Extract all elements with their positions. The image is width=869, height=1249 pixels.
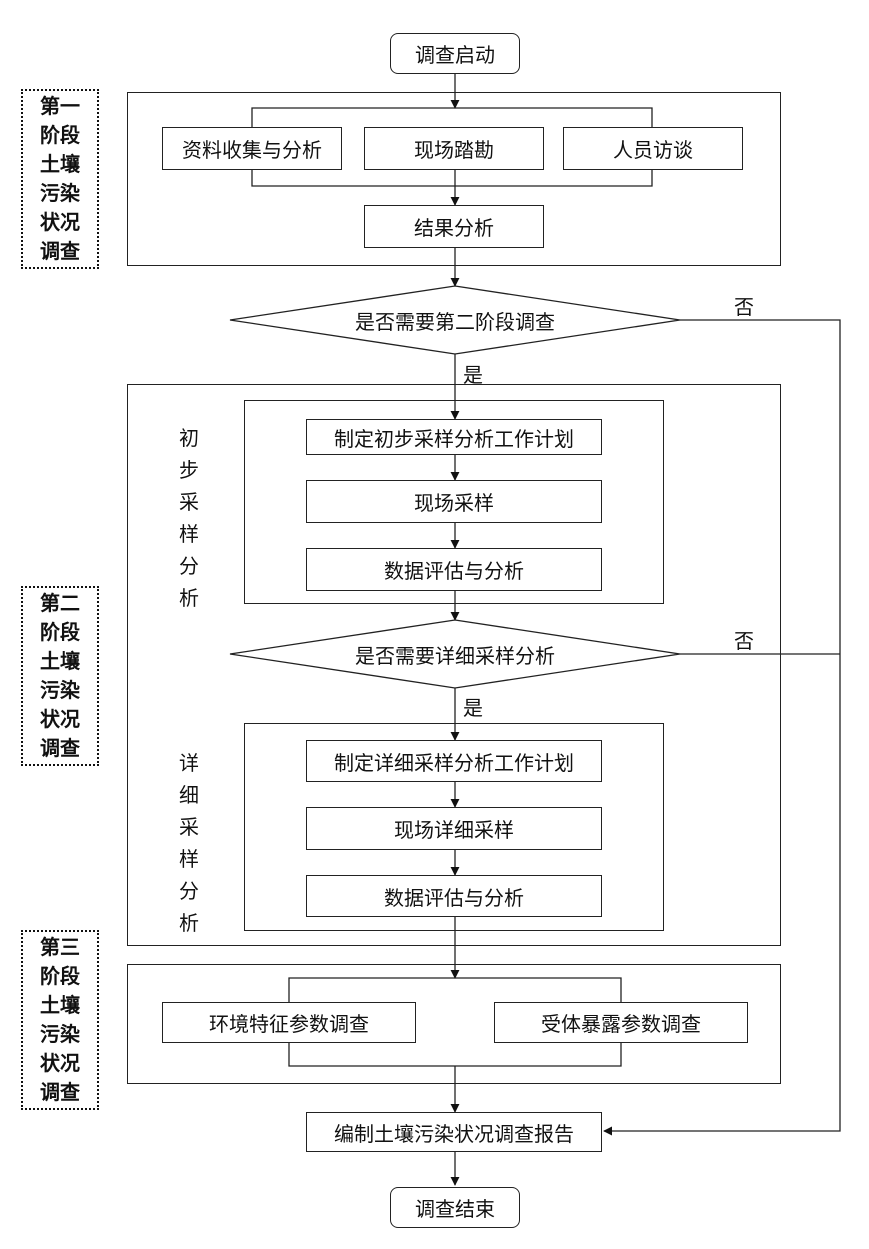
detailed-sampling-box: 现场详细采样 [306,807,602,850]
preliminary-sampling-box: 现场采样 [306,480,602,523]
env-params-box: 环境特征参数调查 [162,1002,416,1043]
site-survey-box: 现场踏勘 [364,127,544,170]
start-node: 调查启动 [390,33,520,74]
detailed-side-label: 详细采样分析 [179,751,199,935]
preliminary-side-label: 初步采样分析 [179,426,199,610]
phase2-frame [127,384,781,946]
stage-label-1: 第一阶段土壤污染状况调查 [21,89,99,269]
detailed-frame [244,723,664,931]
detailed-plan-box: 制定详细采样分析工作计划 [306,740,602,782]
interviews-box: 人员访谈 [563,127,743,170]
report-box: 编制土壤污染状况调查报告 [306,1112,602,1152]
decision-1-question: 是否需要第二阶段调查 [355,309,555,334]
preliminary-frame [244,400,664,604]
decision-2-yes-label: 是 [463,696,483,720]
end-node: 调查结束 [390,1187,520,1228]
phase3-frame [127,964,781,1084]
data-collection-box: 资料收集与分析 [162,127,342,170]
result-analysis-box: 结果分析 [364,205,544,248]
preliminary-plan-box: 制定初步采样分析工作计划 [306,419,602,455]
decision-2-question: 是否需要详细采样分析 [355,643,555,668]
decision-1-yes-label: 是 [463,363,483,387]
detailed-evaluation-box: 数据评估与分析 [306,875,602,917]
stage-label-2: 第二阶段土壤污染状况调查 [21,586,99,766]
decision-diamond-2 [229,619,681,689]
decision-1-no-label: 否 [734,295,754,319]
preliminary-evaluation-box: 数据评估与分析 [306,548,602,591]
receptor-params-box: 受体暴露参数调查 [494,1002,748,1043]
decision-diamond-1 [229,285,681,355]
stage-label-3: 第三阶段土壤污染状况调查 [21,930,99,1110]
phase1-frame [127,92,781,266]
decision-2-no-label: 否 [734,629,754,653]
